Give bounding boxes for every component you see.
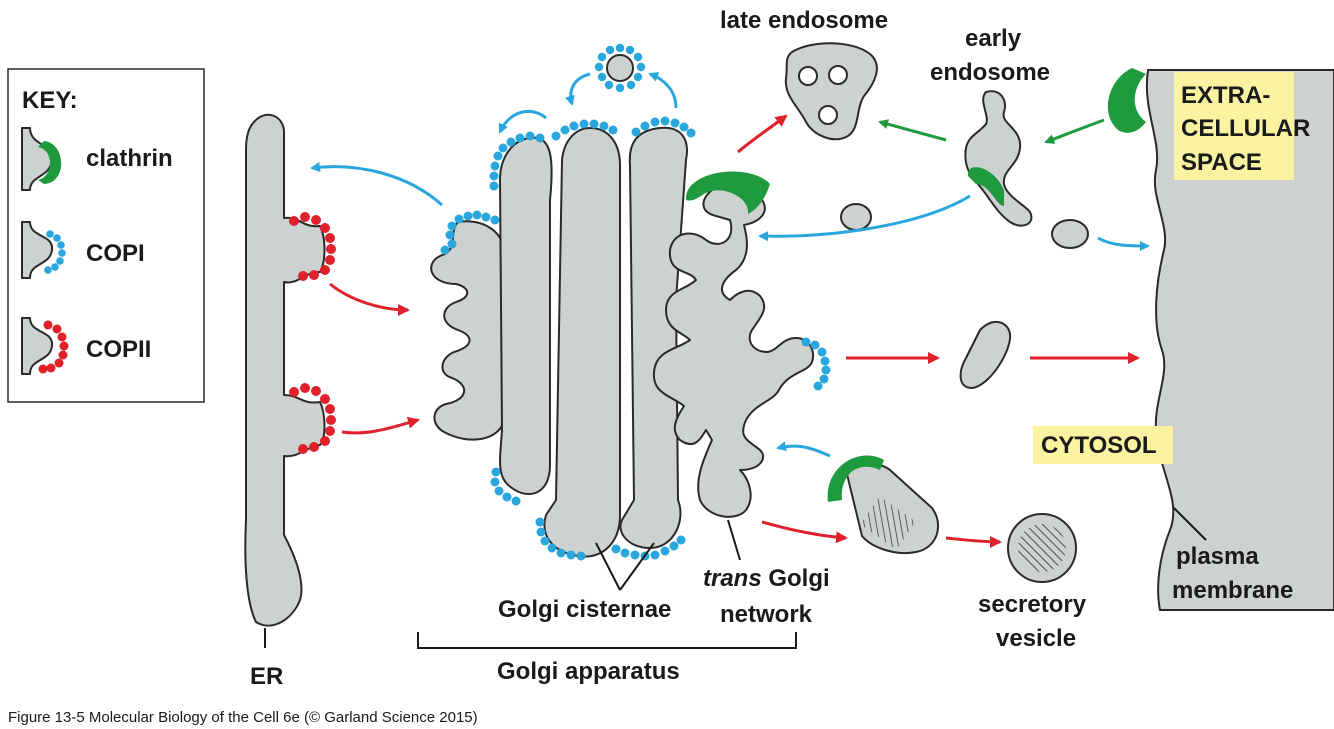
extracellular-highlight [1174, 72, 1294, 180]
small-vesicle-1 [840, 203, 872, 231]
trans-golgi-network [652, 171, 831, 561]
late-endosome-label: late endosome [720, 7, 888, 34]
extracellular-space [1107, 68, 1334, 611]
trans-golgi-label-1: trans Golgi [703, 565, 830, 592]
plasma-membrane-label-1: plasma [1176, 543, 1259, 570]
copii-coat-icon [21, 317, 69, 375]
endoplasmic-reticulum [244, 113, 336, 648]
er-label: ER [250, 663, 283, 690]
plasma-membrane-label-2: membrane [1172, 577, 1293, 604]
golgi-apparatus-bracket [417, 632, 797, 649]
cytosol-highlight [1033, 426, 1173, 464]
secretory-vesicle [1007, 513, 1077, 583]
figure-caption: Figure 13-5 Molecular Biology of the Cel… [8, 709, 478, 726]
golgi-cisterna-2 [489, 131, 553, 506]
small-vesicle-2 [1051, 219, 1089, 249]
golgi-cisternae-pointer [595, 542, 655, 591]
golgi-cisterna-4 [611, 116, 696, 561]
arrows [310, 72, 1150, 548]
golgi-cisterna-3 [535, 119, 621, 561]
early-endosome [964, 90, 1033, 227]
clathrin-coat-icon [21, 127, 62, 191]
clathrin-coated-vesicle [827, 455, 940, 554]
trans-golgi-label-2: network [720, 601, 813, 628]
secretory-vesicle-label-2: vesicle [996, 625, 1076, 652]
key-label-copi: COPI [86, 240, 145, 267]
key-box: KEY: clathrin COPI COPII [7, 68, 205, 403]
key-label-clathrin: clathrin [86, 145, 173, 172]
early-endosome-label-1: early [965, 25, 1022, 52]
secretory-vesicle-label-1: secretory [978, 591, 1087, 618]
transport-vesicle-constitutive [959, 320, 1012, 389]
late-endosome [784, 42, 878, 141]
golgi-apparatus-label: Golgi apparatus [497, 658, 680, 685]
early-endosome-label-2: endosome [930, 59, 1050, 86]
er-copii-coat-upper [289, 212, 336, 281]
extracellular-label-2: CELLULAR [1181, 115, 1310, 142]
plasma-membrane-pointer [1173, 507, 1207, 541]
cytosol-label: CYTOSOL [1041, 432, 1157, 459]
extracellular-label-3: SPACE [1181, 149, 1262, 176]
extracellular-label-1: EXTRA- [1181, 82, 1270, 109]
copi-coat-icon [21, 221, 66, 279]
golgi-cis-cisterna [430, 210, 506, 441]
trans-italic: trans [703, 565, 762, 592]
endocytic-clathrin-pit [1107, 68, 1146, 133]
copi-vesicle-retrograde [594, 43, 646, 93]
er-copii-coat-lower [289, 383, 336, 454]
key-title: KEY: [22, 87, 78, 114]
golgi-cisternae-label: Golgi cisternae [498, 596, 671, 623]
trans-golgi-text: Golgi [762, 565, 830, 592]
key-label-copii: COPII [86, 336, 151, 363]
